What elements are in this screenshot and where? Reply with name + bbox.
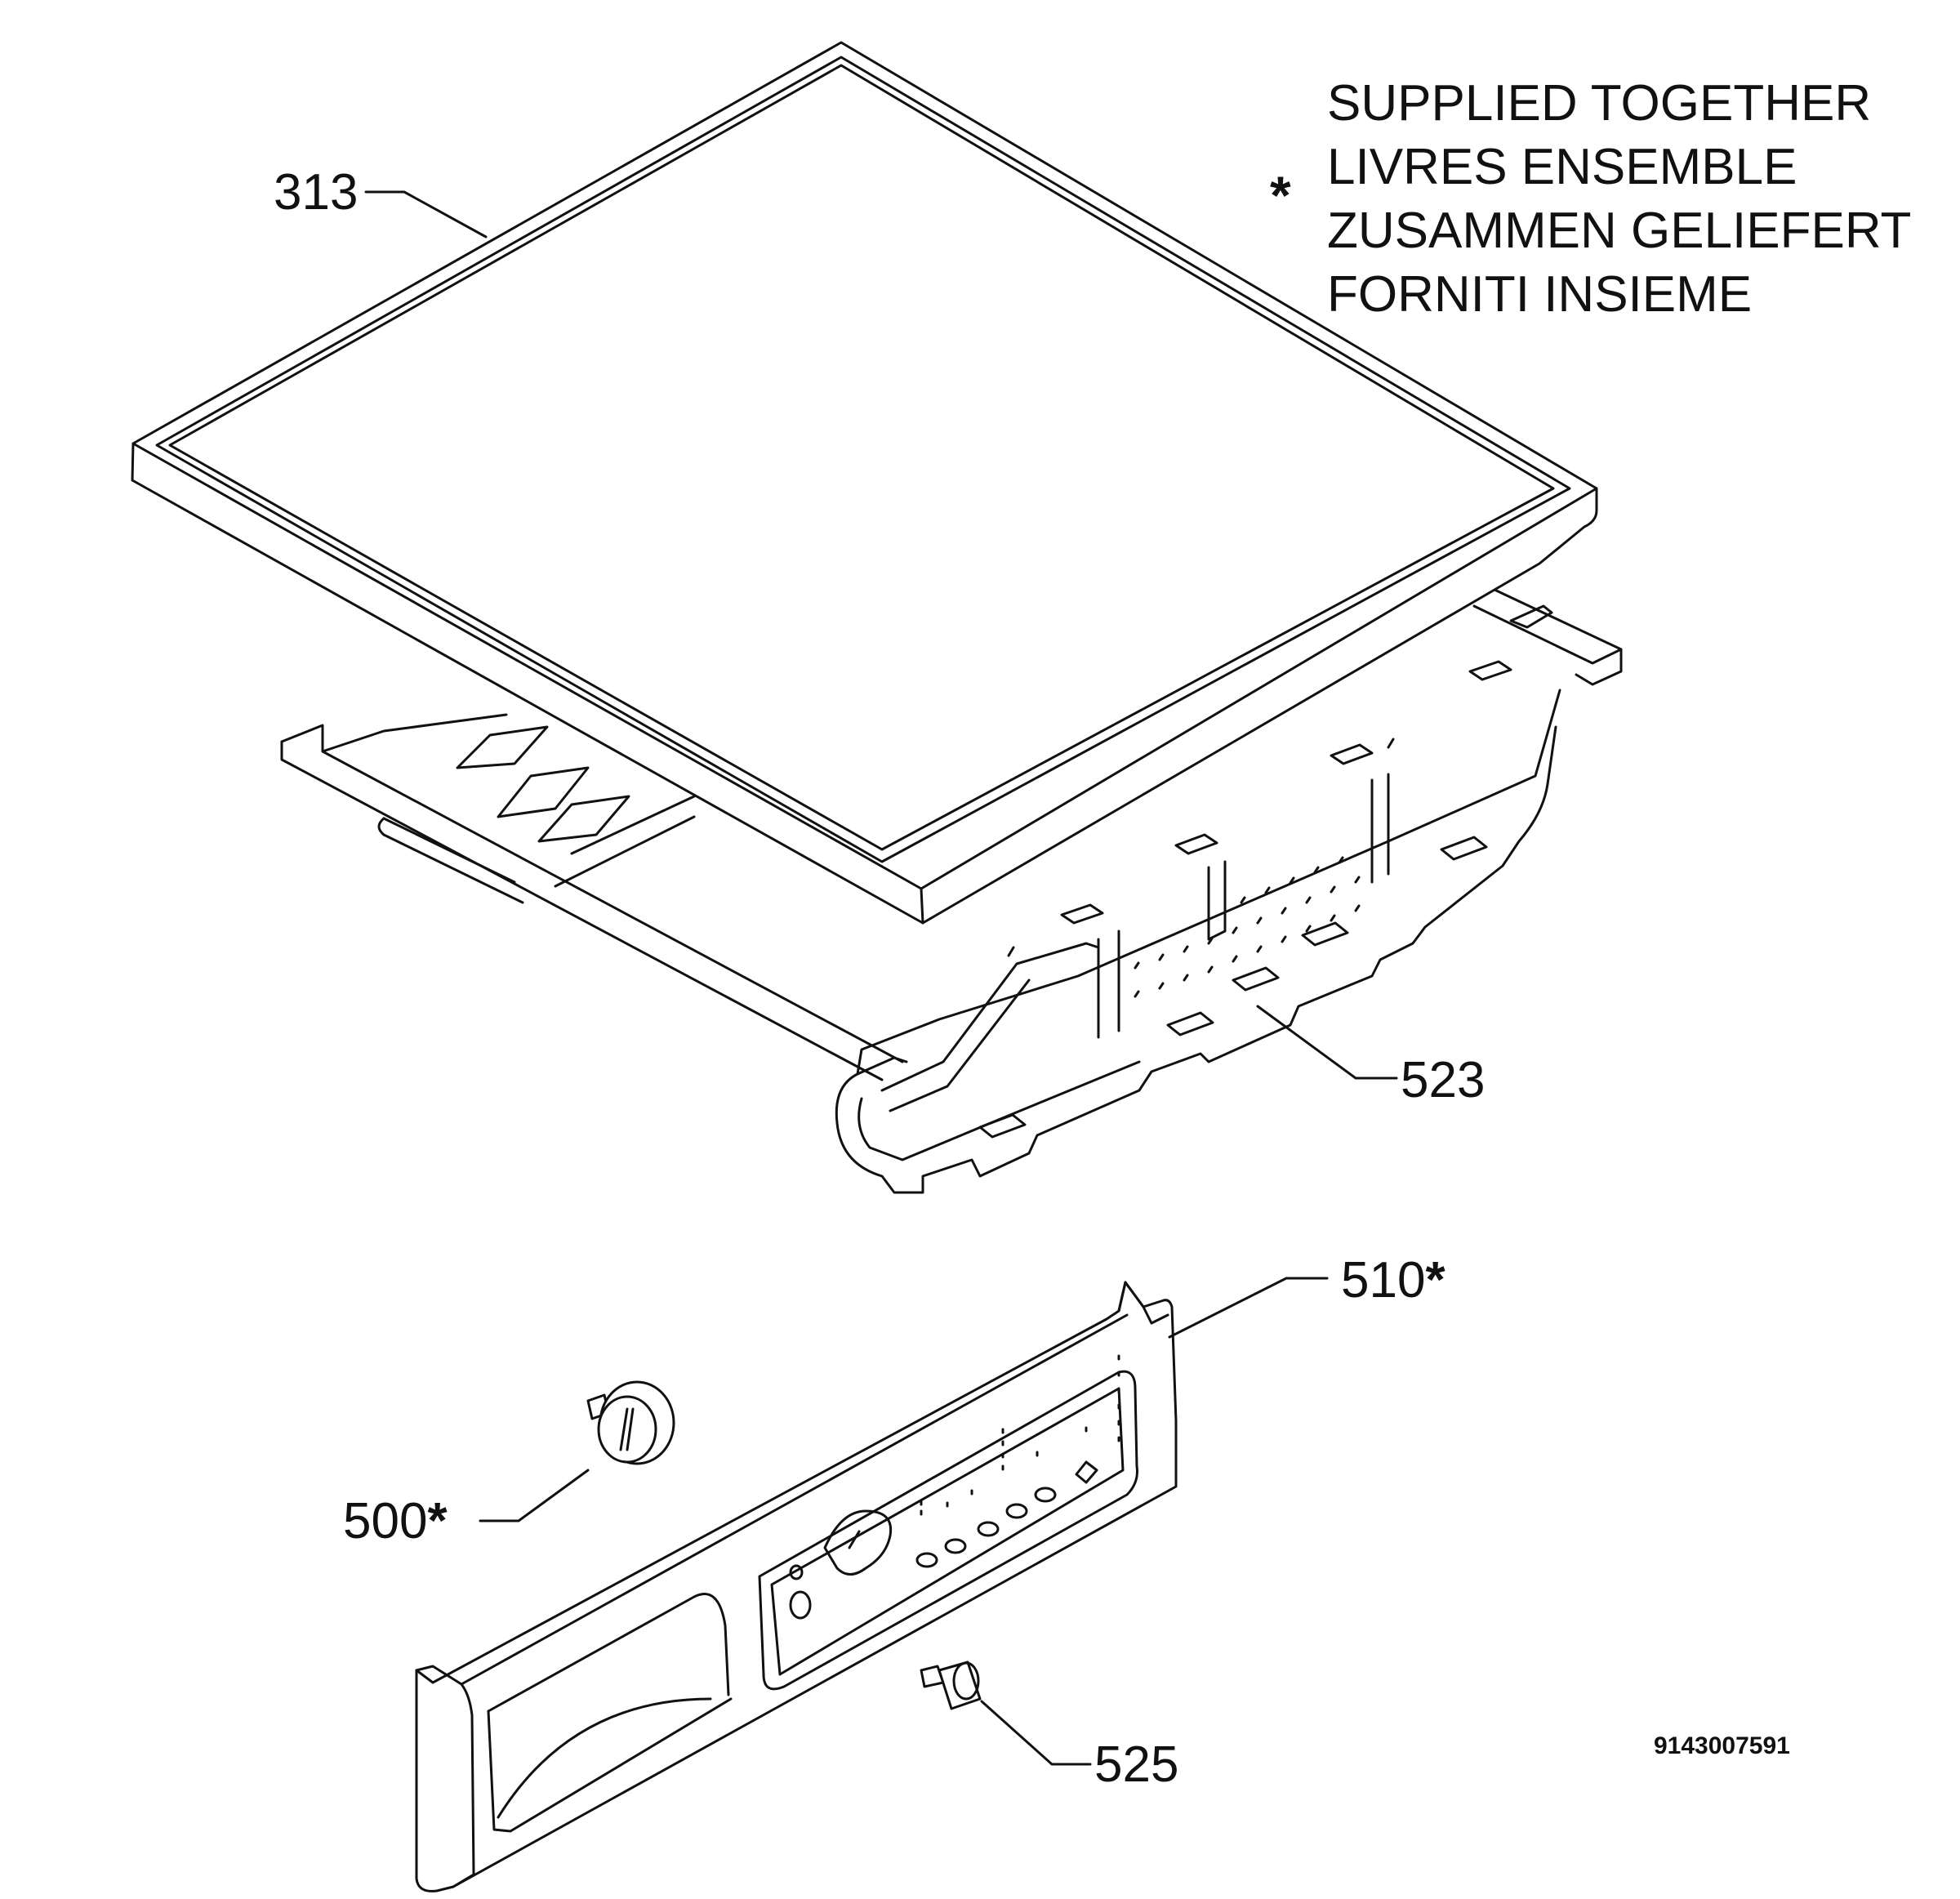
leader-525 bbox=[980, 1700, 1092, 1766]
legend-line-en: SUPPLIED TOGETHER bbox=[1327, 75, 1872, 132]
drawing-code: 9143007591 bbox=[1654, 1732, 1790, 1759]
leader-510 bbox=[1168, 1277, 1329, 1339]
asterisk-icon: * bbox=[1270, 165, 1291, 225]
part-label-313: 313 bbox=[274, 164, 359, 221]
part-523-housing bbox=[280, 588, 1623, 1194]
legend-line-fr: LIVRES ENSEMBLE bbox=[1327, 139, 1797, 195]
legend-line-it: FORNITI INSIEME bbox=[1327, 266, 1753, 323]
leader-313 bbox=[364, 190, 488, 238]
asterisk-icon: * bbox=[1425, 1252, 1446, 1308]
part-label-500: 500* bbox=[343, 1496, 448, 1547]
leader-523 bbox=[1256, 1005, 1398, 1080]
leader-500 bbox=[479, 1469, 590, 1522]
part-label-510: 510* bbox=[1341, 1255, 1446, 1306]
supplied-together-legend: * SUPPLIED TOGETHER LIVRES ENSEMBLE ZUSA… bbox=[1270, 72, 1931, 327]
part-313-top-lid bbox=[131, 41, 1598, 925]
part-number-510: 510 bbox=[1341, 1252, 1426, 1308]
part-number-500: 500 bbox=[343, 1493, 428, 1549]
asterisk-icon: * bbox=[427, 1493, 448, 1549]
part-500-knob bbox=[586, 1380, 675, 1465]
part-525-push-rod bbox=[920, 1661, 982, 1710]
part-label-523: 523 bbox=[1401, 1052, 1486, 1108]
part-510-control-panel bbox=[415, 1281, 1178, 1892]
part-label-525: 525 bbox=[1094, 1736, 1179, 1793]
legend-line-de: ZUSAMMEN GELIEFERT bbox=[1327, 203, 1912, 259]
